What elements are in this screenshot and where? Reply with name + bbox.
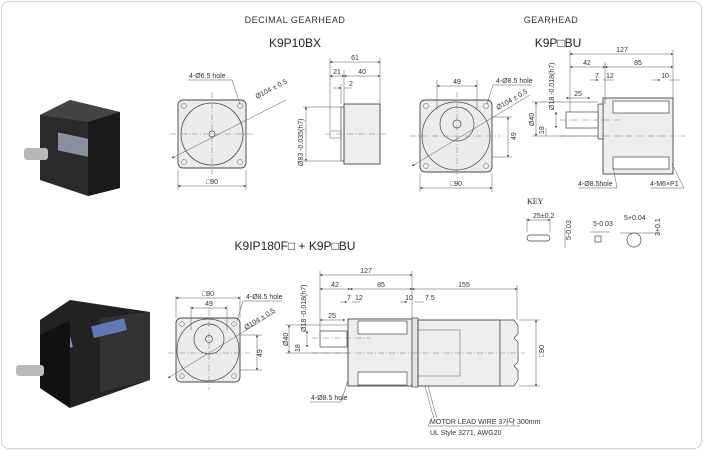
dim-c: 2 [349,81,353,88]
gearhead-photo [24,100,120,196]
dim-b: 85 [377,282,385,289]
dim-square: □90 [450,181,462,188]
dim-tap: 4-M6×P1 [650,181,679,188]
wire-spec: UL Style 3271, AWG20 [430,430,502,437]
dim-a: 21 [333,69,341,76]
dim-pcd: Ø104 ± 0.5 [496,88,530,111]
dim-pilot: Ø40 [529,113,536,126]
dim-e: 10 [661,73,669,80]
model-combo: K9IP180F□ + K9P□BU [235,239,356,253]
dim-pcd: Ø104 ± 0.5 [243,307,276,331]
dim-square: □90 [539,345,546,357]
gearhead-front-view: 49 4-Ø8.5 hole Ø104 ± 0.5 49 □90 [410,78,533,192]
key-detail: KEY 25±0.2 5-0.03 5-0.03 5+0.04 3+0.1 [526,197,662,248]
key-title: KEY [527,197,544,206]
dim-key-depth: 3+0.1 [655,218,662,236]
dim-key-width: 5-0.03 [593,221,613,228]
dim-hole: 4-Ø8.5hole [578,181,613,188]
dim-shaft-dia: Ø18 -0.018(h7) [549,63,556,110]
dim-c: 7 [347,295,351,302]
decimal-front-view: 4-Ø6.5 hole Ø104 ± 0.5 □90 [170,73,289,190]
dim-hole: 4-Ø6.5 hole [189,73,226,80]
dim-shaft-dia: Ø18 -0.018(h7) [301,285,308,332]
dim-key-length: 25±0.2 [533,213,554,220]
dim-offset: 18 [539,126,546,134]
dim-offset: 18 [295,344,302,352]
dim-a: 42 [331,282,339,289]
dim-shaft-length: 25 [328,313,336,320]
dim-c: 7 [595,73,599,80]
dim-pilot: Ø40 [283,333,290,346]
dim-hole: 4-Ø8.5 hole [246,294,283,301]
dim-total: 61 [351,55,359,62]
gearhead-side-view: 127 42 85 7 12 10 25 Ø40 18 Ø18 -0.018(h… [529,47,685,189]
dim-shaft-length: 25 [574,91,582,98]
motor-gearhead-photo [16,300,150,408]
heading-gearhead: GEARHEAD [524,15,579,25]
heading-decimal-gearhead: DECIMAL GEARHEAD [245,15,346,25]
dim-height: 49 [257,349,264,357]
dim-dia: Ø83 -0.035(h7) [298,119,305,166]
dim-total: 127 [360,268,372,275]
dim-d: 12 [355,295,363,302]
model-decimal: K9P10BX [269,36,321,50]
dim-e: 10 [405,295,413,302]
combo-front-view: □90 49 4-Ø8.5 hole Ø104 ± 0.5 49 [167,291,283,390]
dim-hole: 4-Ø8.5 hole [311,395,348,402]
dim-pcd: Ø104 ± 0.5 [255,78,289,100]
wire-label: MOTOR LEAD WIRE 3가닥 300mm [430,417,541,426]
dim-square: □90 [202,291,214,298]
dim-key-height: 5-0.03 [566,220,573,240]
dim-motor: 155 [458,282,470,289]
dim-b: 85 [634,60,642,67]
dim-width: 49 [453,79,461,86]
dim-width: 49 [205,301,213,308]
model-gearhead: K9P□BU [535,36,582,50]
dim-d: 12 [606,73,614,80]
combo-side-view: 127 42 85 155 7 12 10 7.5 25 Ø40 18 Ø18 … [283,268,546,437]
dim-height: 49 [511,132,518,140]
dim-key-slot: 5+0.04 [624,215,646,222]
dim-square: □90 [206,179,218,186]
dim-f: 7.5 [425,295,435,302]
dim-hole: 4-Ø8.5 hole [496,78,533,85]
decimal-side-view: 61 21 40 2 Ø83 -0.035(h7) [298,55,388,166]
dim-b: 40 [358,69,366,76]
dim-total: 127 [616,47,628,54]
dim-a: 42 [583,60,591,67]
